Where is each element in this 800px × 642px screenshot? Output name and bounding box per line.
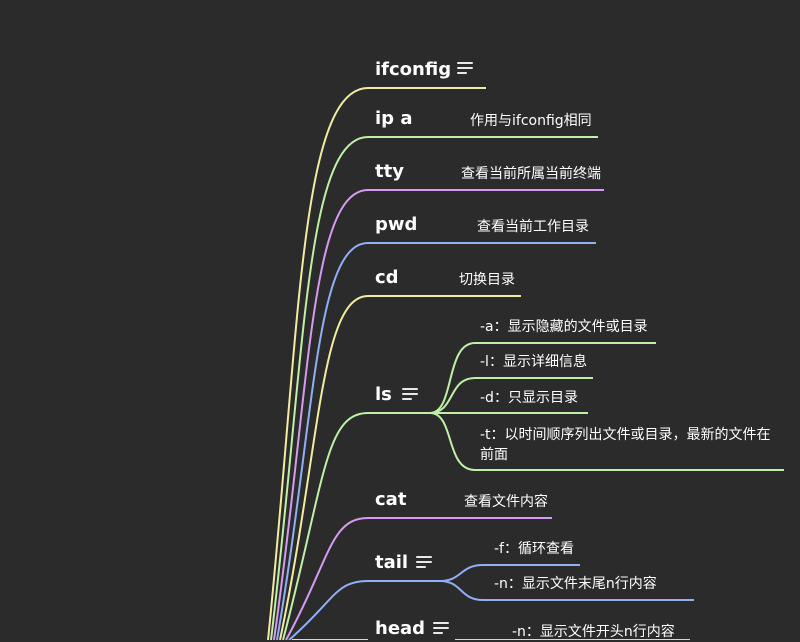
head-option-n: -n：显示文件开头n行内容 — [512, 624, 675, 640]
desc-pwd: 查看当前工作目录 — [477, 219, 589, 235]
branch-cd — [279, 295, 521, 640]
branch-ip-a — [270, 136, 598, 640]
tail-child-f — [439, 564, 580, 582]
menu-lines-icon[interactable] — [402, 388, 418, 400]
node-tail[interactable]: tail — [375, 552, 409, 573]
branch-ifconfig — [267, 87, 486, 640]
ls-child-t — [429, 412, 784, 471]
ls-child-a — [429, 342, 656, 414]
ls-option-l: -l：显示详细信息 — [480, 354, 587, 370]
ls-child-l — [429, 377, 593, 414]
node-ls[interactable]: ls — [375, 384, 392, 405]
branch-ls — [282, 412, 430, 640]
tail-option-f: -f：循环查看 — [494, 541, 574, 557]
branch-cat — [285, 517, 552, 640]
node-cat[interactable]: cat — [375, 489, 407, 510]
menu-lines-icon[interactable] — [433, 622, 449, 634]
desc-cat: 查看文件内容 — [464, 494, 548, 510]
ls-option-a: -a：显示隐藏的文件或目录 — [480, 319, 648, 335]
branch-tty — [273, 189, 604, 640]
ls-option-d: -d：只显示目录 — [480, 390, 578, 406]
ls-option-t: -t：以时间顺序列出文件或目录，最新的文件在前面 — [480, 427, 771, 463]
desc-tty: 查看当前所属当前终端 — [461, 166, 601, 182]
tail-option-n: -n：显示文件末尾n行内容 — [494, 576, 657, 592]
node-head[interactable]: head — [375, 618, 426, 639]
node-pwd[interactable]: pwd — [375, 214, 418, 235]
node-tty[interactable]: tty — [375, 161, 404, 182]
node-ifconfig[interactable]: ifconfig — [375, 59, 452, 80]
desc-ip-a: 作用与ifconfig相同 — [470, 113, 592, 129]
branch-pwd — [276, 242, 596, 640]
desc-cd: 切换目录 — [459, 272, 515, 288]
branch-tail — [288, 580, 440, 640]
node-ip-a[interactable]: ip a — [375, 108, 413, 129]
tail-child-n — [439, 580, 694, 601]
menu-lines-icon[interactable] — [457, 62, 473, 74]
node-cd[interactable]: cd — [375, 267, 399, 288]
menu-lines-icon[interactable] — [416, 556, 432, 568]
